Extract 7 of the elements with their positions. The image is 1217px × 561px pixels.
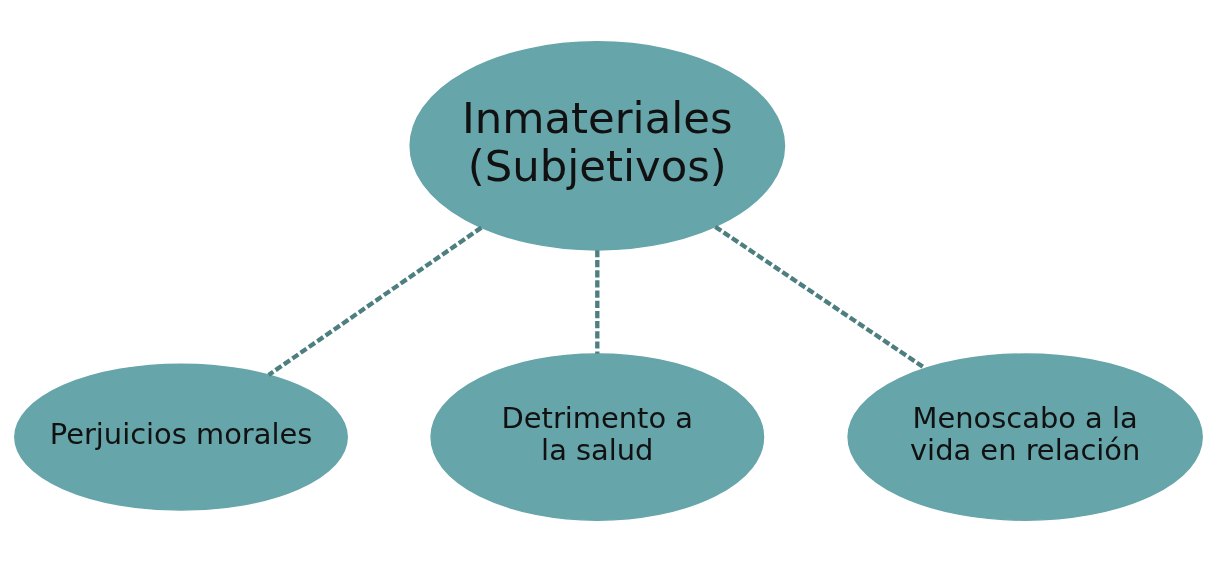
node-ellipse: Perjuicios morales	[14, 362, 348, 511]
connector	[267, 225, 483, 377]
node-ellipse: Menoscabo a la vida en relación	[847, 352, 1203, 521]
connector	[714, 224, 927, 370]
node-ellipse: Inmateriales (Subjetivos)	[409, 40, 786, 251]
node-ellipse: Detrimento a la salud	[430, 352, 765, 521]
connector	[595, 249, 600, 354]
